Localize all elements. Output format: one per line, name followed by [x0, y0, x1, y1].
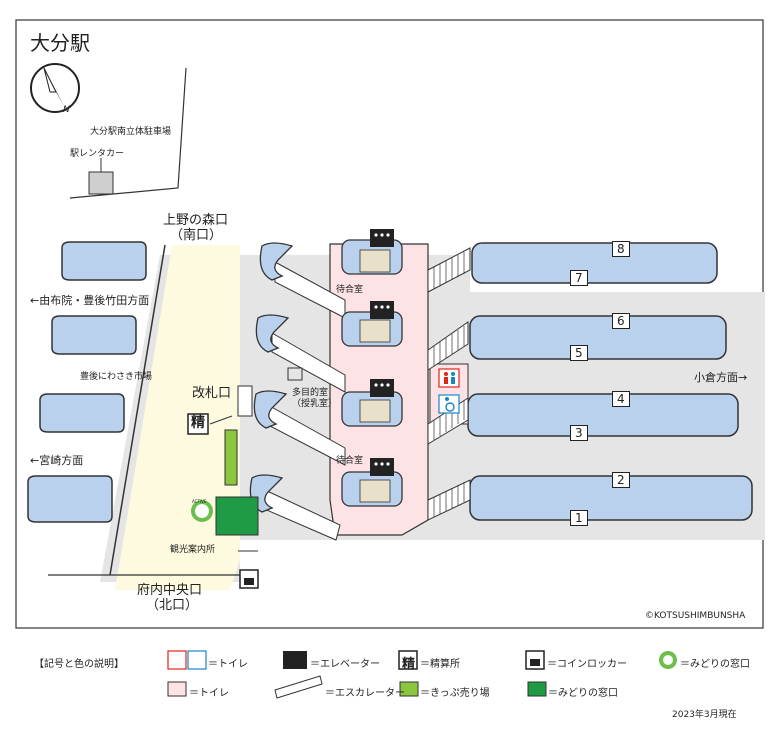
multipurpose-label: 多目的室	[292, 388, 329, 398]
platform-number-6: 6	[612, 313, 630, 329]
direction-yufuin: ←由布院・豊後竹田方面	[30, 294, 150, 307]
rental-car-office	[88, 171, 114, 195]
legend-midori-symbol: ＝みどりの窓口	[680, 659, 750, 670]
multipurpose-room	[287, 367, 303, 381]
legend-midori-color: ＝みどりの窓口	[548, 688, 618, 699]
copyright: ©KOTSUSHIMBUNSHA	[645, 611, 746, 621]
parking-label: 大分駅南立体駐車場	[90, 127, 172, 137]
north-exit-sub: （北口）	[146, 598, 199, 613]
ticket-machine-area	[224, 429, 238, 486]
legend-coin-locker: ＝コインロッカー	[547, 659, 627, 670]
active-badge-label: ACTIVE	[192, 499, 207, 504]
multipurpose-sub: （授乳室）	[292, 399, 338, 409]
waiting-room-label-2: 待合室	[336, 456, 364, 466]
coin-locker-icon	[239, 569, 259, 589]
active-badge-icon	[191, 500, 213, 522]
midori-window-area	[215, 496, 259, 536]
ticket-gate	[237, 385, 253, 417]
legend-escalator: ＝エスカレーター	[325, 688, 405, 699]
date-note: 2023年3月現在	[672, 710, 737, 720]
compass-icon	[30, 63, 80, 113]
legend-fare-adjust: ＝精算所	[420, 659, 460, 670]
north-exit-label: 府内中央口	[137, 583, 203, 598]
rental-car-label: 駅レンタカー	[70, 149, 125, 159]
legend-ticket-machine: ＝きっぷ売り場	[420, 688, 490, 699]
legend-elevator: ＝エレベーター	[310, 659, 380, 670]
fare-adjust-glyph: 精	[191, 415, 205, 431]
waiting-room-label-1: 待合室	[336, 285, 364, 295]
fare-adjust-box	[187, 413, 209, 435]
market-label: 豊後にわさき市場	[80, 372, 153, 382]
station-title: 大分駅	[30, 31, 90, 55]
platform-number-2: 2	[612, 472, 630, 488]
direction-kokura: 小倉方面→	[694, 371, 748, 384]
platform-number-3: 3	[570, 425, 588, 441]
legend-toilet-color: ＝トイレ	[189, 688, 229, 699]
platform-number-7: 7	[570, 270, 588, 286]
legend-symbols	[167, 650, 677, 699]
elevator-cars	[359, 249, 391, 503]
platform-number-8: 8	[612, 241, 630, 257]
platform-number-5: 5	[570, 345, 588, 361]
platform-number-1: 1	[570, 510, 588, 526]
legend-fare-adjust-glyph: 精	[402, 657, 416, 672]
compass-north-label: N	[63, 105, 70, 115]
ticket-gate-label: 改札口	[192, 386, 232, 401]
tourist-info-label: 観光案内所	[170, 545, 216, 555]
direction-miyazaki: ←宮崎方面	[30, 454, 84, 467]
south-exit-label: 上野の森口	[163, 213, 229, 228]
south-exit-sub: （南口）	[170, 228, 223, 243]
legend-title: 【記号と色の説明】	[34, 659, 124, 670]
legend-toilet-symbol: ＝トイレ	[208, 659, 248, 670]
left-platforms	[27, 241, 147, 523]
toilet-icon	[438, 368, 460, 388]
platform-number-4: 4	[612, 391, 630, 407]
